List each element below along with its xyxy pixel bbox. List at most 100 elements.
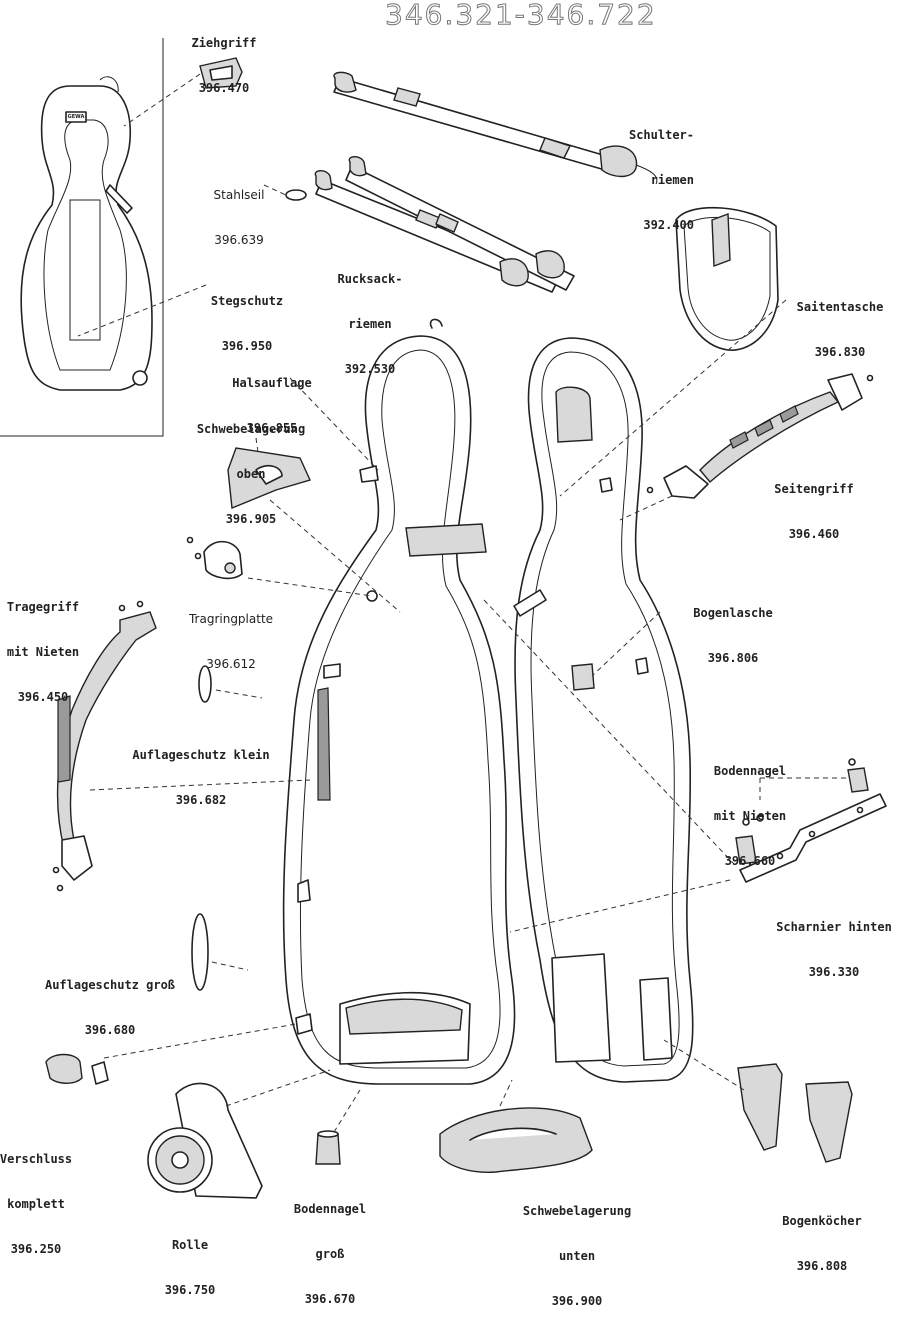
part-code: 396.660 [724, 854, 776, 868]
part-name-line1: Verschluss [0, 1152, 73, 1166]
diagram-drawing [0, 38, 887, 1199]
part-code: 396.830 [814, 345, 866, 359]
zipper-pull [99, 76, 119, 93]
gewa-logo-plate [65, 111, 87, 123]
part-name: Bogenlasche [693, 606, 773, 620]
rolle-part [147, 1082, 263, 1199]
label-seitengriff: Seitengriff 396.460 [766, 452, 862, 572]
closed-case-handle [105, 184, 133, 214]
part-name-line2: mit Nieten [713, 809, 787, 823]
label-ziehgriff: Ziehgriff 396.470 [180, 6, 268, 126]
part-name-line1: Bodennagel [293, 1202, 367, 1216]
part-name: Halsauflage [232, 376, 312, 390]
label-bodennagel-nieten: Bodennagel mit Nieten 396.660 [704, 734, 796, 899]
part-code: 396.670 [304, 1292, 356, 1306]
exploded-parts-diagram: GEWA 346.321-346.722 Ziehgriff 396.470 S… [0, 0, 900, 1308]
bodennagel-gross-part [315, 1130, 341, 1165]
saitentasche-part [675, 206, 779, 351]
part-name-line2: mit Nieten [6, 645, 80, 659]
label-bodennagel-gross: Bodennagel groß 396.670 [286, 1172, 374, 1337]
part-code: 396.330 [808, 965, 860, 979]
closed-case-panel [69, 199, 101, 341]
open-case-left-half [282, 318, 516, 1085]
label-schulterriemen: Schulter- riemen 392.400 [602, 98, 694, 263]
label-scharnier-hinten: Scharnier hinten 396.330 [766, 890, 900, 1010]
stahlseil-part [285, 189, 307, 201]
part-code: 392.530 [344, 362, 396, 376]
part-code: 396.450 [17, 690, 69, 704]
part-name: Ziehgriff [191, 36, 257, 50]
schwebelagerung-unten-part [439, 1107, 593, 1173]
tragringplatte-part [186, 536, 243, 580]
label-bogenkoecher: Bogenköcher 396.808 [772, 1184, 872, 1304]
part-name: Stahlseil [213, 188, 265, 202]
part-name-line2: riemen [348, 317, 392, 331]
label-rucksackriemen: Rucksack- riemen 392.530 [326, 242, 414, 407]
part-name-line2: riemen [650, 173, 694, 187]
part-name-line1: Bodennagel [713, 764, 787, 778]
part-name-line2: groß [315, 1247, 345, 1261]
part-name: Stegschutz [210, 294, 284, 308]
label-bogenlasche: Bogenlasche 396.806 [684, 576, 782, 696]
label-auflageschutz-gross: Auflageschutz groß 396.680 [30, 948, 190, 1068]
part-name: Rolle [171, 1238, 209, 1252]
part-code: 396.612 [206, 657, 256, 671]
open-case-right-half [513, 337, 694, 1083]
part-name-line2: oben [236, 467, 266, 481]
bodennagel-nieten-part [735, 758, 869, 865]
part-code: 396.900 [551, 1294, 603, 1308]
part-name: Bogenköcher [782, 1214, 862, 1228]
part-code: 396.808 [796, 1259, 848, 1273]
part-name: Auflageschutz klein [132, 748, 270, 762]
closed-case-wheel [132, 370, 148, 386]
part-name-line1: Schwebelagerung [196, 422, 306, 436]
schwebelagerung-oben-part [227, 447, 311, 510]
label-stegschutz: Stegschutz 396.950 [196, 264, 298, 384]
label-saitentasche: Saitentasche 396.830 [786, 270, 894, 390]
part-name-line2: komplett [7, 1197, 65, 1211]
label-rolle: Rolle 396.750 [154, 1208, 226, 1328]
part-code: 392.400 [643, 218, 694, 232]
part-name-line1: Tragegriff [6, 600, 80, 614]
auflageschutz-gross-part [191, 913, 209, 991]
label-tragegriff: Tragegriff mit Nieten 396.450 [0, 570, 88, 735]
part-name-line1: Rucksack- [337, 272, 403, 286]
part-name: Scharnier hinten [776, 920, 892, 934]
part-name-line1: Schwebelagerung [522, 1204, 632, 1218]
part-name: Seitengriff [774, 482, 854, 496]
part-code: 396.750 [164, 1283, 216, 1297]
part-name: Tragringplatte [188, 612, 274, 626]
auflageschutz-klein-part [198, 665, 212, 703]
label-halsauflage: Halsauflage 396.855 [222, 346, 322, 466]
verschluss-part [45, 1053, 109, 1085]
bogenkoecher-part [737, 1063, 853, 1163]
part-name-line1: Schulter- [628, 128, 694, 142]
part-code: 396.639 [214, 233, 264, 247]
part-code: 396.855 [246, 421, 298, 435]
part-code: 396.470 [198, 81, 250, 95]
part-code: 396.460 [788, 527, 840, 541]
part-code: 396.806 [707, 651, 759, 665]
part-code: 396.250 [10, 1242, 62, 1256]
part-code: 396.905 [225, 512, 277, 526]
part-name: Saitentasche [796, 300, 884, 314]
part-name-line2: unten [558, 1249, 596, 1263]
ziehgriff-part [199, 57, 243, 89]
label-stahlseil: Stahlseil 396.639 [204, 158, 274, 278]
part-code: 396.680 [84, 1023, 136, 1037]
closed-case-inset [0, 38, 164, 437]
label-schwebelagerung-oben: Schwebelagerung oben 396.905 [186, 392, 316, 557]
part-code: 396.950 [221, 339, 273, 353]
label-tragringplatte: Tragringplatte 396.612 [184, 582, 278, 702]
closed-case-inner [43, 119, 127, 371]
gewa-logo: GEWA [67, 114, 85, 120]
scharnier-hinten-part [739, 793, 887, 883]
schulterriemen-part [333, 71, 658, 185]
model-number-range-title: 346.321-346.722 [385, 0, 657, 32]
tragegriff-part [52, 600, 157, 892]
label-verschluss: Verschluss komplett 396.250 [0, 1122, 74, 1287]
rucksackriemen-part [314, 156, 575, 293]
part-name: Auflageschutz groß [44, 978, 176, 992]
closed-case-outline [20, 85, 153, 391]
leader-lines [77, 73, 850, 1133]
